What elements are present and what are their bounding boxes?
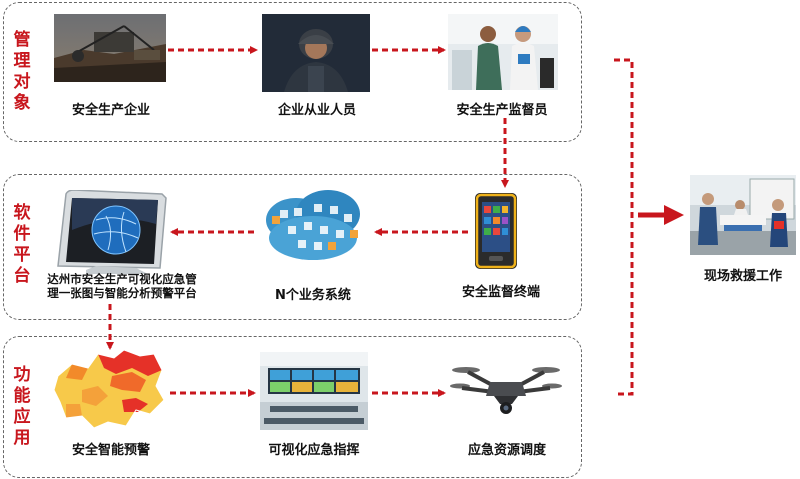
drone-image	[450, 358, 562, 418]
mining-site-image	[54, 14, 166, 82]
node-enterprise: 安全生产企业	[71, 103, 150, 118]
supervision-terminal-image	[474, 192, 518, 270]
node-platform: 达州市安全生产可视化应急管 理一张图与智能分析预警平台	[38, 272, 206, 300]
platform-monitor-image	[56, 190, 168, 280]
rescue-scene-image	[690, 175, 796, 255]
node-warning: 安全智能预警	[71, 443, 150, 458]
node-workers: 企业从业人员	[277, 103, 356, 118]
platform-label-line2: 理一张图与智能分析预警平台	[47, 286, 197, 300]
supervisor-image	[448, 14, 558, 90]
software-section-label: 软件平台	[13, 203, 31, 286]
node-rescue: 现场救援工作	[703, 269, 782, 284]
warning-heatmap-image	[52, 346, 168, 430]
node-supervisor: 安全生产监督员	[456, 103, 548, 118]
business-systems-cloud-image	[258, 186, 368, 270]
node-command: 可视化应急指挥	[268, 443, 360, 458]
node-dispatch: 应急资源调度	[467, 443, 546, 458]
management-section-label: 管理对象	[13, 30, 31, 113]
platform-label-line1: 达州市安全生产可视化应急管	[47, 272, 197, 286]
arrow-to-rescue-head	[664, 205, 684, 225]
function-section-label: 功能应用	[13, 365, 31, 448]
command-center-image	[260, 352, 368, 430]
node-business-systems: N个业务系统	[275, 288, 351, 303]
worker-image	[262, 14, 370, 92]
right-bracket	[614, 58, 634, 396]
node-terminal: 安全监督终端	[461, 285, 540, 300]
